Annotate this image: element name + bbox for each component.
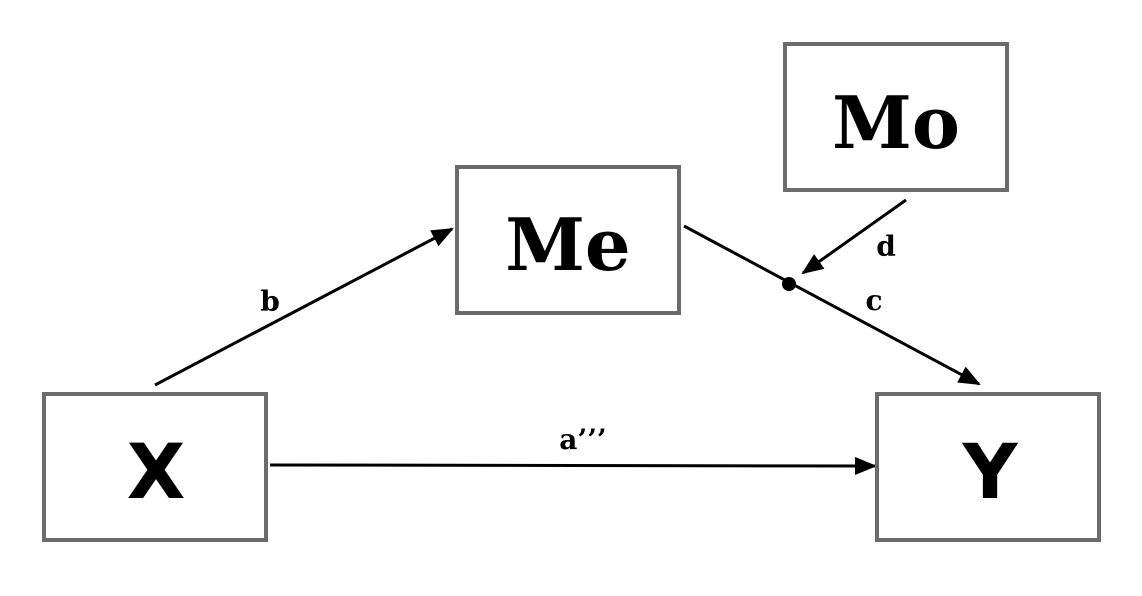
node-me-label: Me: [505, 202, 631, 287]
edge-x-to-me: [154, 227, 454, 387]
moderation-point: [782, 277, 796, 291]
edge-me-to-y: [683, 224, 981, 386]
path-label-a: a’’’: [559, 423, 606, 456]
node-me-box: [455, 165, 681, 315]
node-y-box: [875, 392, 1101, 542]
node-mo-label: Mo: [832, 80, 960, 165]
path-label-b: b: [260, 285, 280, 318]
path-label-c: c: [865, 284, 882, 317]
node-x-box: [42, 392, 268, 542]
node-y-label: Y: [961, 427, 1018, 516]
edge-x-to-y: [269, 456, 877, 475]
node-x-label: X: [127, 427, 186, 516]
edge-mo-to-path: [801, 198, 907, 275]
node-mo-box: [783, 42, 1009, 192]
path-label-d: d: [876, 230, 896, 263]
